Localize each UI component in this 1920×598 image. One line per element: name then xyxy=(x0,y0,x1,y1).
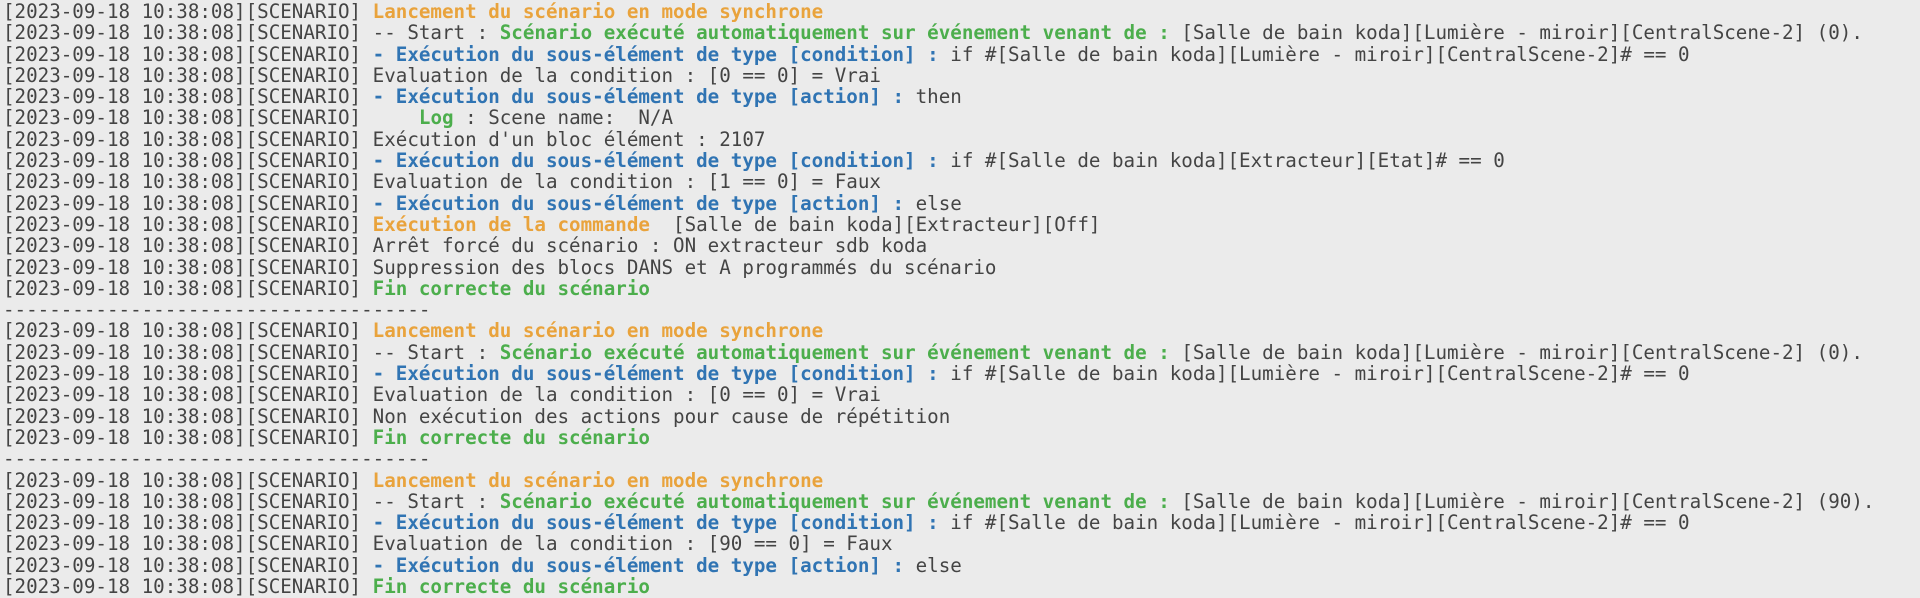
log-timestamp-prefix: [2023-09-18 10:38:08][SCENARIO] xyxy=(3,553,373,577)
log-line: [2023-09-18 10:38:08][SCENARIO] Fin corr… xyxy=(3,278,1920,299)
log-segment-default: [Salle de bain koda][Lumière - miroir][C… xyxy=(1181,340,1863,364)
log-line: [2023-09-18 10:38:08][SCENARIO] Evaluati… xyxy=(3,171,1920,192)
log-segment-default: Evaluation de la condition : [0 == 0] = … xyxy=(372,63,881,87)
log-segment-blue: - Exécution du sous-élément de type [con… xyxy=(372,42,951,66)
log-segment-green: Scénario exécuté automatiquement sur évé… xyxy=(499,489,1182,513)
log-line: [2023-09-18 10:38:08][SCENARIO] - Exécut… xyxy=(3,512,1920,533)
separator-dashes: ------------------------------------- xyxy=(3,447,431,471)
log-segment-default: Evaluation de la condition : [90 == 0] =… xyxy=(372,532,893,556)
log-timestamp-prefix: [2023-09-18 10:38:08][SCENARIO] xyxy=(3,362,373,386)
log-line: [2023-09-18 10:38:08][SCENARIO] -- Start… xyxy=(3,491,1920,512)
log-line: [2023-09-18 10:38:08][SCENARIO] Log : Sc… xyxy=(3,107,1920,128)
log-timestamp-prefix: [2023-09-18 10:38:08][SCENARIO] xyxy=(3,149,373,173)
log-timestamp-prefix: [2023-09-18 10:38:08][SCENARIO] xyxy=(3,255,373,279)
log-separator: ------------------------------------- xyxy=(3,299,1920,320)
log-line: [2023-09-18 10:38:08][SCENARIO] Lancemen… xyxy=(3,320,1920,341)
log-segment-green: Scénario exécuté automatiquement sur évé… xyxy=(499,340,1182,364)
log-segment-green: Log xyxy=(418,106,454,130)
log-timestamp-prefix: [2023-09-18 10:38:08][SCENARIO] xyxy=(3,511,373,535)
log-segment-default: if #[Salle de bain koda][Extracteur][Eta… xyxy=(950,149,1505,173)
log-line: [2023-09-18 10:38:08][SCENARIO] Evaluati… xyxy=(3,533,1920,554)
log-line: [2023-09-18 10:38:08][SCENARIO] Exécutio… xyxy=(3,214,1920,235)
log-line: [2023-09-18 10:38:08][SCENARIO] Evaluati… xyxy=(3,65,1920,86)
log-timestamp-prefix: [2023-09-18 10:38:08][SCENARIO] xyxy=(3,212,373,236)
log-segment-default xyxy=(373,106,419,129)
log-timestamp-prefix: [2023-09-18 10:38:08][SCENARIO] xyxy=(3,468,373,492)
log-timestamp-prefix: [2023-09-18 10:38:08][SCENARIO] xyxy=(3,63,373,87)
log-segment-default: else xyxy=(915,191,962,215)
log-segment-default: [Salle de bain koda][Lumière - miroir][C… xyxy=(1181,489,1875,513)
log-segment-default: Non exécution des actions pour cause de … xyxy=(372,404,951,428)
log-segment-default: -- Start : xyxy=(372,21,500,45)
log-timestamp-prefix: [2023-09-18 10:38:08][SCENARIO] xyxy=(3,575,373,598)
log-segment-blue: - Exécution du sous-élément de type [con… xyxy=(372,149,951,173)
log-line: [2023-09-18 10:38:08][SCENARIO] Fin corr… xyxy=(3,427,1920,448)
log-segment-default: if #[Salle de bain koda][Lumière - miroi… xyxy=(950,362,1690,386)
separator-dashes: ------------------------------------- xyxy=(3,298,431,322)
log-segment-default: -- Start : xyxy=(372,489,500,513)
log-segment-green: Fin correcte du scénario xyxy=(372,425,650,449)
log-segment-default: Suppression des blocs DANS et A programm… xyxy=(372,255,997,279)
log-line: [2023-09-18 10:38:08][SCENARIO] -- Start… xyxy=(3,22,1920,43)
log-line: [2023-09-18 10:38:08][SCENARIO] Arrêt fo… xyxy=(3,235,1920,256)
log-timestamp-prefix: [2023-09-18 10:38:08][SCENARIO] xyxy=(3,170,373,194)
log-segment-blue: - Exécution du sous-élément de type [act… xyxy=(372,553,916,577)
log-timestamp-prefix: [2023-09-18 10:38:08][SCENARIO] xyxy=(3,106,373,130)
log-segment-default: [Salle de bain koda][Lumière - miroir][C… xyxy=(1181,21,1863,45)
log-segment-default: Evaluation de la condition : [1 == 0] = … xyxy=(372,170,881,194)
log-timestamp-prefix: [2023-09-18 10:38:08][SCENARIO] xyxy=(3,234,373,258)
log-timestamp-prefix: [2023-09-18 10:38:08][SCENARIO] xyxy=(3,0,373,23)
log-timestamp-prefix: [2023-09-18 10:38:08][SCENARIO] xyxy=(3,21,373,45)
log-segment-default: if #[Salle de bain koda][Lumière - miroi… xyxy=(950,511,1690,535)
log-line: [2023-09-18 10:38:08][SCENARIO] - Exécut… xyxy=(3,555,1920,576)
log-line: [2023-09-18 10:38:08][SCENARIO] Exécutio… xyxy=(3,129,1920,150)
log-line: [2023-09-18 10:38:08][SCENARIO] - Exécut… xyxy=(3,42,1920,66)
log-timestamp-prefix: [2023-09-18 10:38:08][SCENARIO] xyxy=(3,340,373,364)
log-segment-orange: Lancement du scénario en mode synchrone xyxy=(372,319,824,343)
log-line: [2023-09-18 10:38:08][SCENARIO] - Exécut… xyxy=(3,193,1920,214)
log-segment-green: Fin correcte du scénario xyxy=(372,276,650,300)
log-output: [2023-09-18 10:38:08][SCENARIO] Lancemen… xyxy=(3,1,1920,597)
log-timestamp-prefix: [2023-09-18 10:38:08][SCENARIO] xyxy=(3,319,373,343)
log-segment-default: then xyxy=(915,85,962,109)
log-segment-blue: - Exécution du sous-élément de type [act… xyxy=(372,191,916,215)
log-segment-default: -- Start : xyxy=(372,340,500,364)
log-segment-orange: Lancement du scénario en mode synchrone xyxy=(372,0,824,23)
log-segment-orange: Lancement du scénario en mode synchrone xyxy=(372,468,824,492)
log-timestamp-prefix: [2023-09-18 10:38:08][SCENARIO] xyxy=(3,383,373,407)
log-line: [2023-09-18 10:38:08][SCENARIO] Evaluati… xyxy=(3,384,1920,405)
log-segment-blue: - Exécution du sous-élément de type [con… xyxy=(372,362,951,386)
log-segment-green: Fin correcte du scénario xyxy=(372,575,650,598)
log-timestamp-prefix: [2023-09-18 10:38:08][SCENARIO] xyxy=(3,127,373,151)
log-timestamp-prefix: [2023-09-18 10:38:08][SCENARIO] xyxy=(3,532,373,556)
log-segment-default: : Scene name: N/A xyxy=(453,106,674,130)
log-line: [2023-09-18 10:38:08][SCENARIO] Fin corr… xyxy=(3,576,1920,597)
log-segment-default: if #[Salle de bain koda][Lumière - miroi… xyxy=(950,42,1690,66)
log-timestamp-prefix: [2023-09-18 10:38:08][SCENARIO] xyxy=(3,404,373,428)
log-line: [2023-09-18 10:38:08][SCENARIO] Suppress… xyxy=(3,255,1920,279)
log-timestamp-prefix: [2023-09-18 10:38:08][SCENARIO] xyxy=(3,191,373,215)
log-line: [2023-09-18 10:38:08][SCENARIO] - Exécut… xyxy=(3,86,1920,107)
log-segment-default: Evaluation de la condition : [0 == 0] = … xyxy=(372,383,881,407)
log-line: [2023-09-18 10:38:08][SCENARIO] Non exéc… xyxy=(3,404,1920,428)
log-separator: ------------------------------------- xyxy=(3,448,1920,469)
log-line: [2023-09-18 10:38:08][SCENARIO] - Exécut… xyxy=(3,150,1920,171)
log-timestamp-prefix: [2023-09-18 10:38:08][SCENARIO] xyxy=(3,489,373,513)
log-segment-blue: - Exécution du sous-élément de type [con… xyxy=(372,511,951,535)
log-line: [2023-09-18 10:38:08][SCENARIO] Lancemen… xyxy=(3,1,1920,22)
log-line: [2023-09-18 10:38:08][SCENARIO] - Exécut… xyxy=(3,363,1920,384)
log-timestamp-prefix: [2023-09-18 10:38:08][SCENARIO] xyxy=(3,425,373,449)
log-segment-blue: - Exécution du sous-élément de type [act… xyxy=(372,85,916,109)
log-segment-default: else xyxy=(915,553,962,577)
log-line: [2023-09-18 10:38:08][SCENARIO] Lancemen… xyxy=(3,468,1920,492)
log-segment-green: Scénario exécuté automatiquement sur évé… xyxy=(499,21,1182,45)
log-timestamp-prefix: [2023-09-18 10:38:08][SCENARIO] xyxy=(3,42,373,66)
log-segment-orange: Exécution de la commande xyxy=(372,212,650,236)
log-line: [2023-09-18 10:38:08][SCENARIO] -- Start… xyxy=(3,342,1920,363)
log-segment-default: Exécution d'un bloc élément : 2107 xyxy=(372,127,766,151)
log-timestamp-prefix: [2023-09-18 10:38:08][SCENARIO] xyxy=(3,276,373,300)
log-timestamp-prefix: [2023-09-18 10:38:08][SCENARIO] xyxy=(3,85,373,109)
log-segment-default: [Salle de bain koda][Extracteur][Off] xyxy=(649,212,1101,236)
log-segment-default: Arrêt forcé du scénario : ON extracteur … xyxy=(372,234,928,258)
